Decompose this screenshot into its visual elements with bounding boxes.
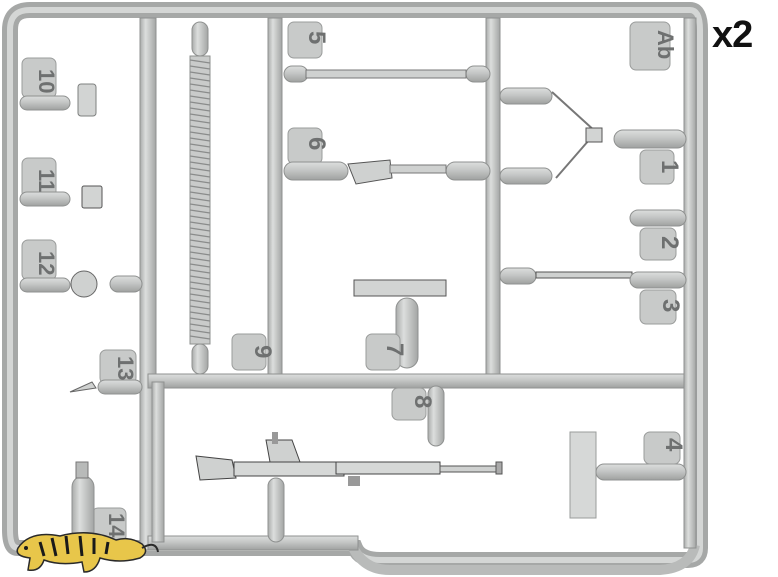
part-number-11: 11	[34, 169, 59, 192]
part-group-center	[283, 21, 491, 447]
part-number-labels: 10 11 12 13 14 9 5 6 7 8 Ab 1 2 3 4	[34, 30, 687, 538]
part-number-1: 1	[656, 160, 683, 173]
part-number-2: 2	[656, 236, 683, 249]
sprue-code: Ab	[653, 30, 678, 59]
part-group-right	[499, 21, 687, 519]
tiger-logo-icon	[16, 532, 159, 573]
part-number-5: 5	[303, 31, 330, 44]
part-number-13: 13	[113, 356, 138, 380]
part-number-12: 12	[34, 251, 59, 275]
part-number-8: 8	[409, 395, 436, 408]
part-number-14: 14	[104, 513, 129, 538]
part-group-spring	[189, 21, 267, 375]
quantity-multiplier-label: x2	[712, 14, 753, 56]
part-number-10: 10	[34, 69, 59, 93]
part-number-9: 9	[249, 345, 276, 358]
part-number-4: 4	[660, 438, 687, 452]
machine-gun-part	[195, 432, 503, 543]
part-number-7: 7	[381, 343, 408, 356]
part-group-left	[19, 57, 143, 543]
part-number-3: 3	[657, 299, 684, 312]
part-number-6: 6	[303, 137, 330, 150]
sprue-frame	[2, 1, 708, 575]
